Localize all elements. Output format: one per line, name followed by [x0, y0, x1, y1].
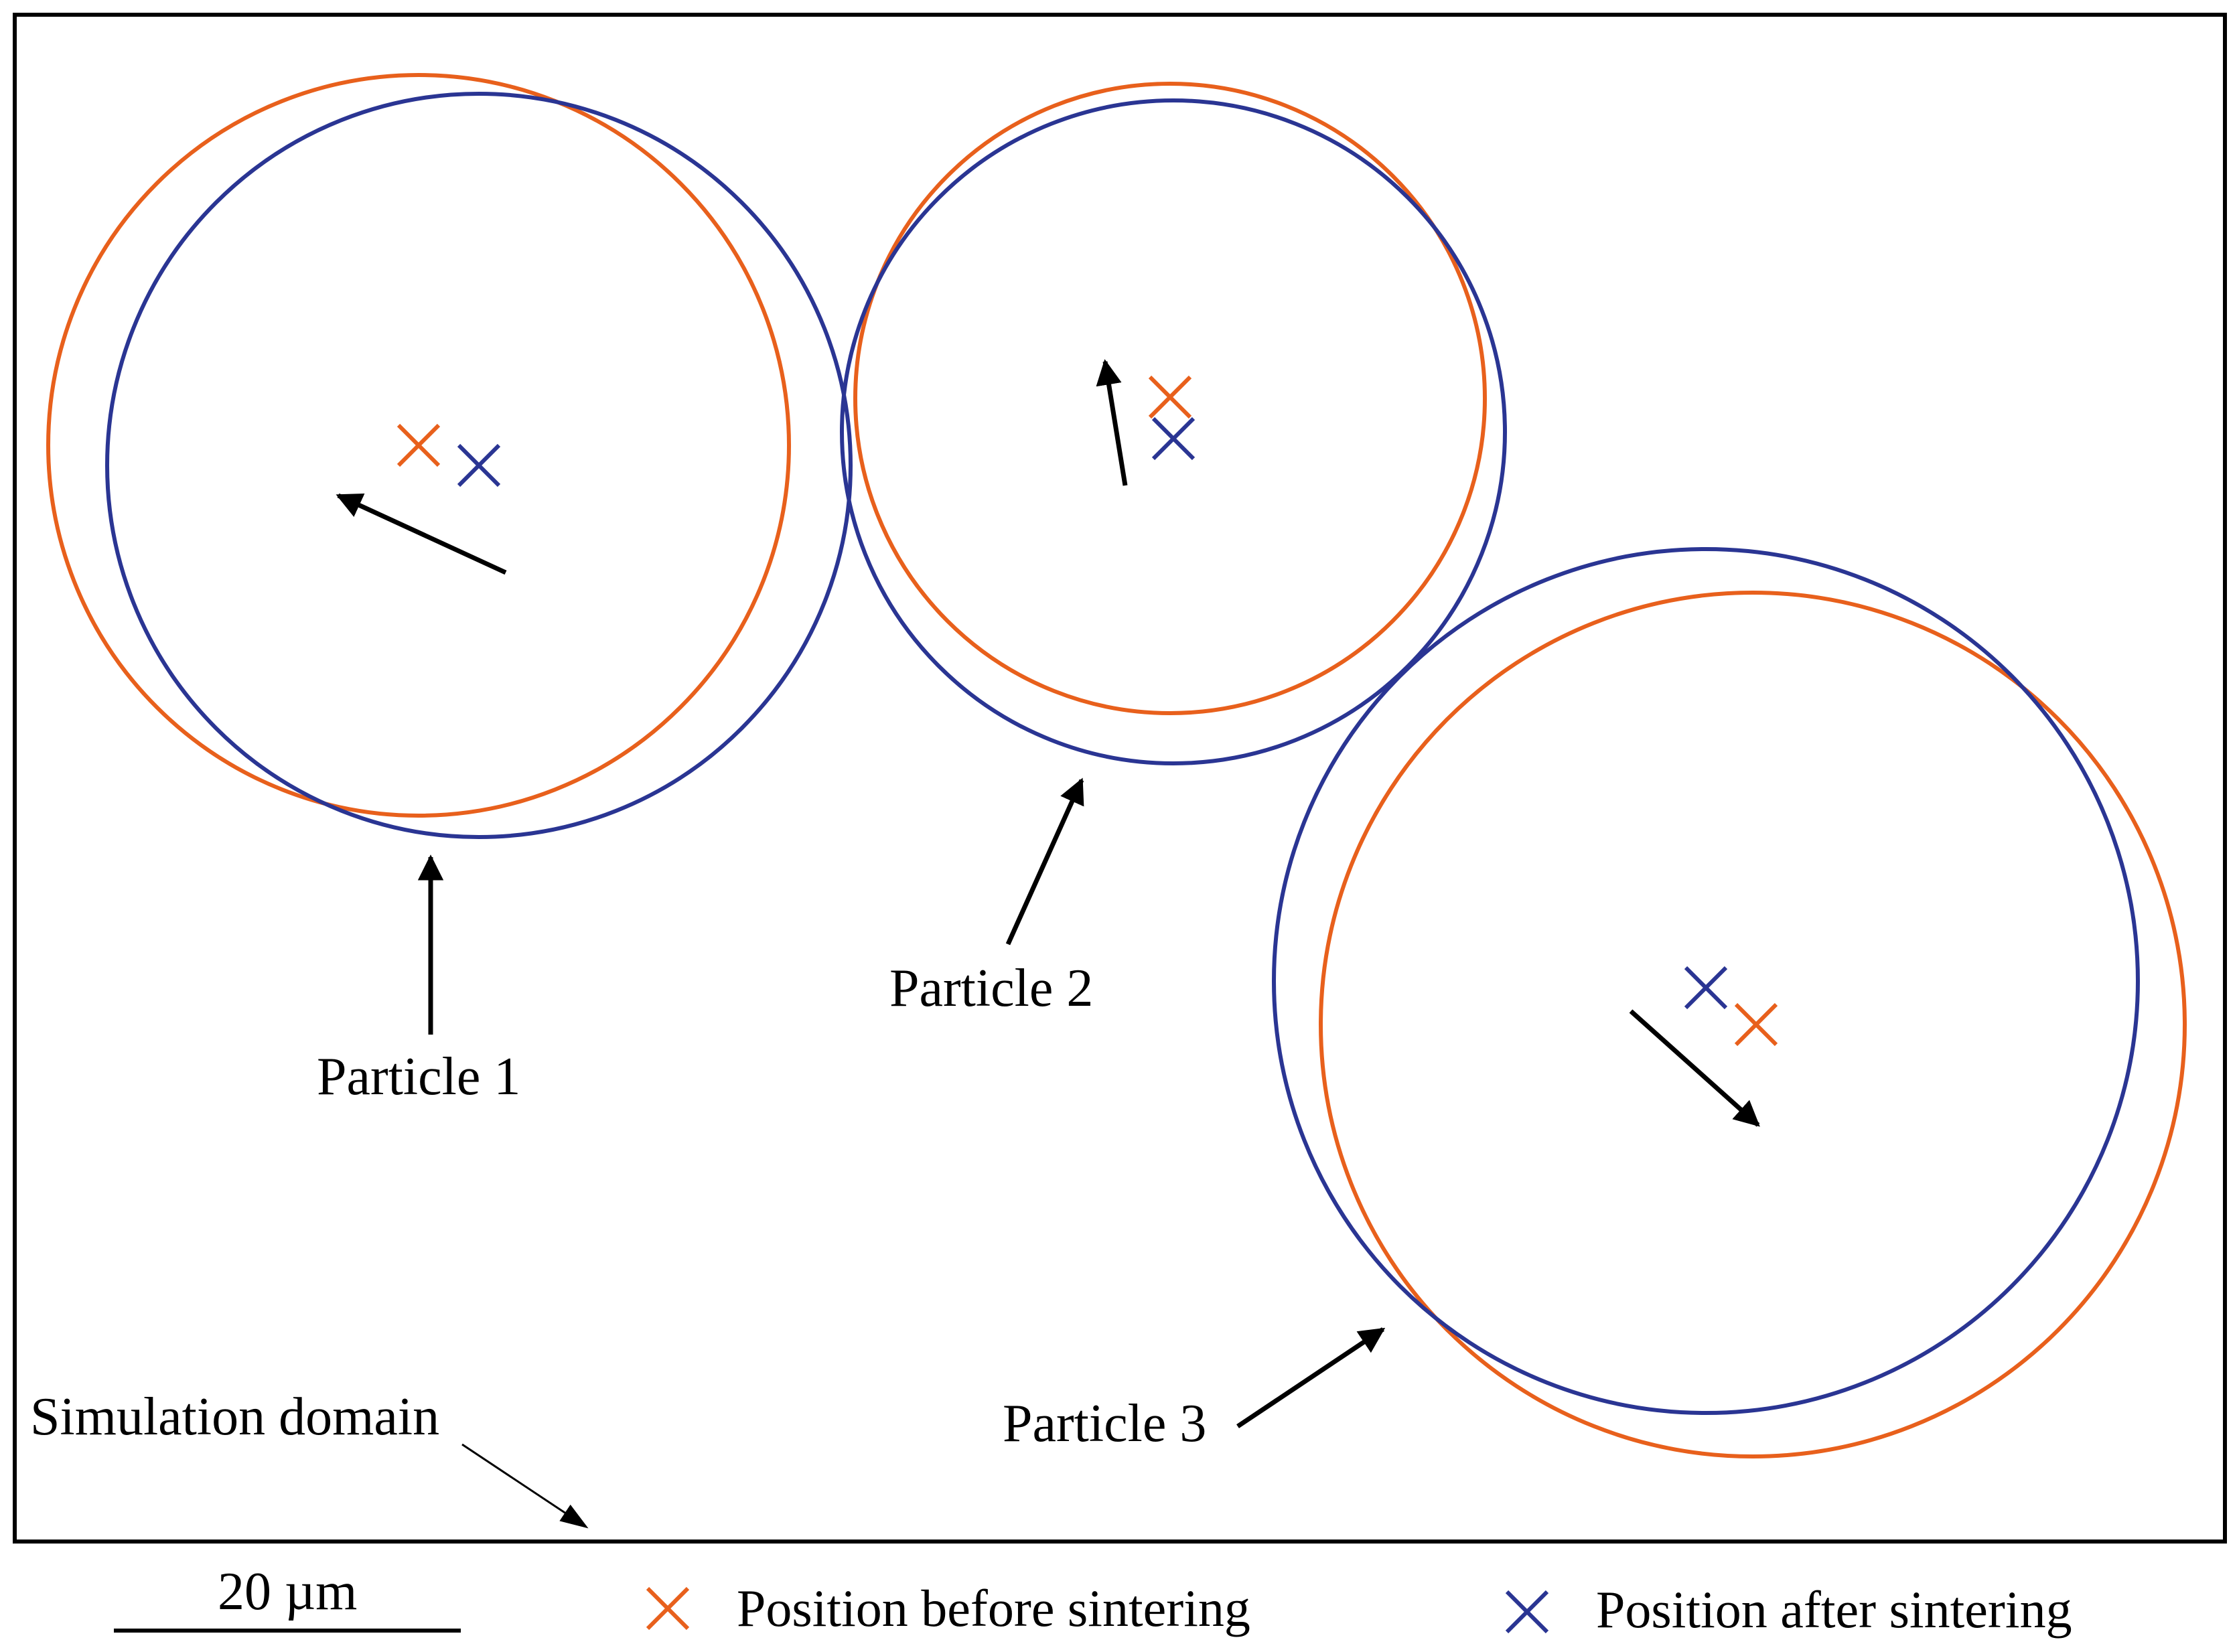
legend-before-marker-icon — [646, 1586, 690, 1631]
particle-3-label: Particle 3 — [1003, 1394, 1206, 1453]
legend-after-label: Position after sintering — [1596, 1580, 2072, 1639]
particle-3-before-circle — [1319, 591, 2187, 1458]
legend-before-label: Position before sintering — [737, 1579, 1250, 1637]
particle-2-label: Particle 2 — [889, 959, 1093, 1018]
particle-2 — [840, 82, 1507, 765]
simulation-domain-pointer-arrow — [461, 1443, 589, 1529]
particle-1 — [46, 73, 853, 839]
simulation-domain-label: Simulation domain — [30, 1387, 439, 1446]
particle-3-after-circle — [1272, 547, 2140, 1415]
legend: Position before sintering Position after… — [646, 1579, 2072, 1639]
particle-3 — [1272, 547, 2187, 1458]
particle-1-before-circle — [46, 73, 791, 818]
particle-2-motion-arrow — [1096, 359, 1128, 486]
particle-3-motion-arrow — [1629, 1009, 1760, 1127]
particle-2-after-marker-icon — [1151, 417, 1196, 461]
particle-1-before-marker-icon — [396, 423, 441, 467]
particle-1-label: Particle 1 — [317, 1047, 520, 1106]
particle-2-before-marker-icon — [1148, 375, 1192, 419]
particle-1-motion-arrow — [336, 493, 507, 575]
particle-2-pointer-arrow — [1005, 777, 1084, 946]
scale-bar-label: 20 µm — [218, 1562, 357, 1621]
legend-after-marker-icon — [1505, 1590, 1549, 1634]
particle-3-pointer-arrow — [1236, 1327, 1386, 1428]
particle-2-after-circle — [840, 98, 1507, 765]
particle-1-after-circle — [105, 92, 853, 839]
particle-1-after-marker-icon — [457, 443, 501, 487]
scale-bar: 20 µm — [114, 1562, 461, 1633]
particle-2-before-circle — [853, 82, 1487, 715]
particle-3-after-marker-icon — [1684, 966, 1728, 1010]
particle-3-before-marker-icon — [1734, 1002, 1778, 1047]
simulation-domain-frame — [13, 13, 2227, 1544]
